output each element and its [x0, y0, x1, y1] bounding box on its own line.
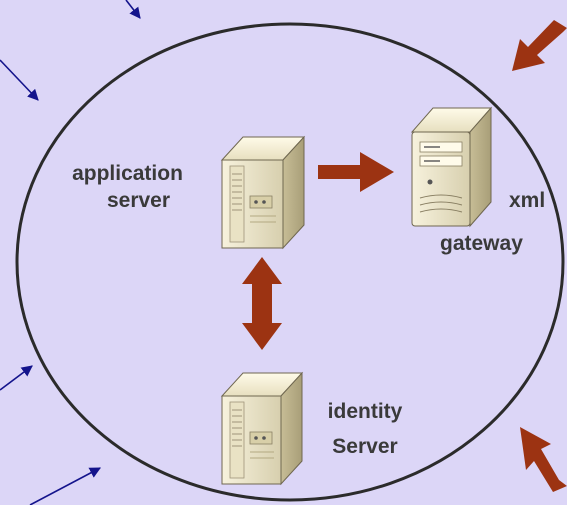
identity-server-label-line1: identity: [327, 400, 403, 423]
arrow-app-identity-bidirectional: [242, 257, 282, 350]
network-boundary: [15, 22, 565, 502]
xml-gateway-label-line2: gateway: [440, 232, 523, 255]
external-arrow-upper-left: [0, 59, 39, 101]
xml-gateway-icon: [410, 106, 493, 228]
arrow-app-to-gateway: [318, 152, 394, 192]
external-arrow-bottom-left: [29, 467, 101, 505]
identity-server-icon: [220, 371, 304, 486]
external-arrow-top: [125, 0, 141, 19]
identity-server-label-line2: Server: [332, 435, 398, 458]
external-arrows: [0, 0, 141, 505]
application-server-label-line1: application: [72, 162, 183, 185]
application-server-label-line2: server: [106, 189, 171, 212]
application-server-label: application server: [40, 160, 215, 214]
external-arrow-bottom-right: [520, 427, 567, 492]
xml-gateway-label: xml gateway: [440, 187, 567, 257]
external-arrow-lower-left: [0, 365, 33, 391]
identity-server-label: identity Server: [305, 398, 425, 460]
xml-gateway-label-line1: xml: [509, 189, 546, 212]
external-arrow-top-right: [512, 20, 567, 71]
application-server-icon: [220, 135, 306, 250]
